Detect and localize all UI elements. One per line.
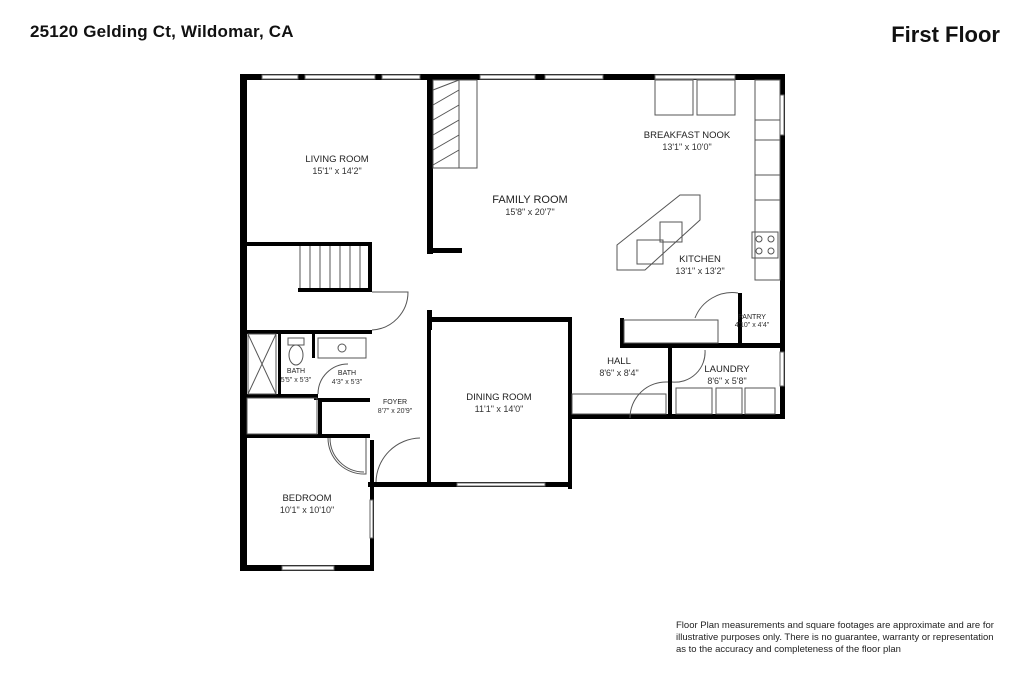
property-address: 25120 Gelding Ct, Wildomar, CA <box>30 22 294 41</box>
hall-name: HALL <box>607 356 631 367</box>
room-labels: LIVING ROOM 15'1" x 14'2" FAMILY ROOM 15… <box>280 130 770 515</box>
bath1-dims: 5'5" x 5'3" <box>281 377 312 384</box>
kitchen-name: KITCHEN <box>679 254 721 265</box>
pantry-name: PANTRY <box>738 314 766 321</box>
breakfast-nook-name: BREAKFAST NOOK <box>644 130 731 141</box>
family-room-dims: 15'8" x 20'7" <box>505 207 554 217</box>
windows <box>261 74 785 571</box>
floor-title: First Floor <box>891 22 1000 47</box>
foyer-dims: 8'7" x 20'9" <box>378 408 413 415</box>
pantry-dims: 4'10" x 4'4" <box>735 322 770 329</box>
living-room-dims: 15'1" x 14'2" <box>312 166 361 176</box>
dining-room-name: DINING ROOM <box>466 392 532 403</box>
living-room-name: LIVING ROOM <box>305 154 368 165</box>
breakfast-nook-dims: 13'1" x 10'0" <box>662 142 711 152</box>
laundry-name: LAUNDRY <box>704 364 750 375</box>
family-room-name: FAMILY ROOM <box>492 194 567 206</box>
disclaimer-line-3: as to the accuracy and completeness of t… <box>676 644 901 655</box>
kitchen-dims: 13'1" x 13'2" <box>675 266 724 276</box>
fixtures <box>246 79 781 483</box>
bedroom-name: BEDROOM <box>282 493 331 504</box>
disclaimer: Floor Plan measurements and square foota… <box>676 620 1006 656</box>
bath1-name: BATH <box>287 368 305 375</box>
dining-room-dims: 11'1" x 14'0" <box>475 404 524 414</box>
foyer-name: FOYER <box>383 399 407 406</box>
bath2-dims: 4'3" x 5'3" <box>332 379 363 386</box>
disclaimer-line-2: illustrative purposes only. There is no … <box>676 632 994 643</box>
disclaimer-line-1: Floor Plan measurements and square foota… <box>676 620 994 631</box>
bedroom-dims: 10'1" x 10'10" <box>280 505 334 515</box>
laundry-dims: 8'6" x 5'8" <box>707 376 746 386</box>
hall-dims: 8'6" x 8'4" <box>599 368 638 378</box>
bath2-name: BATH <box>338 370 356 377</box>
